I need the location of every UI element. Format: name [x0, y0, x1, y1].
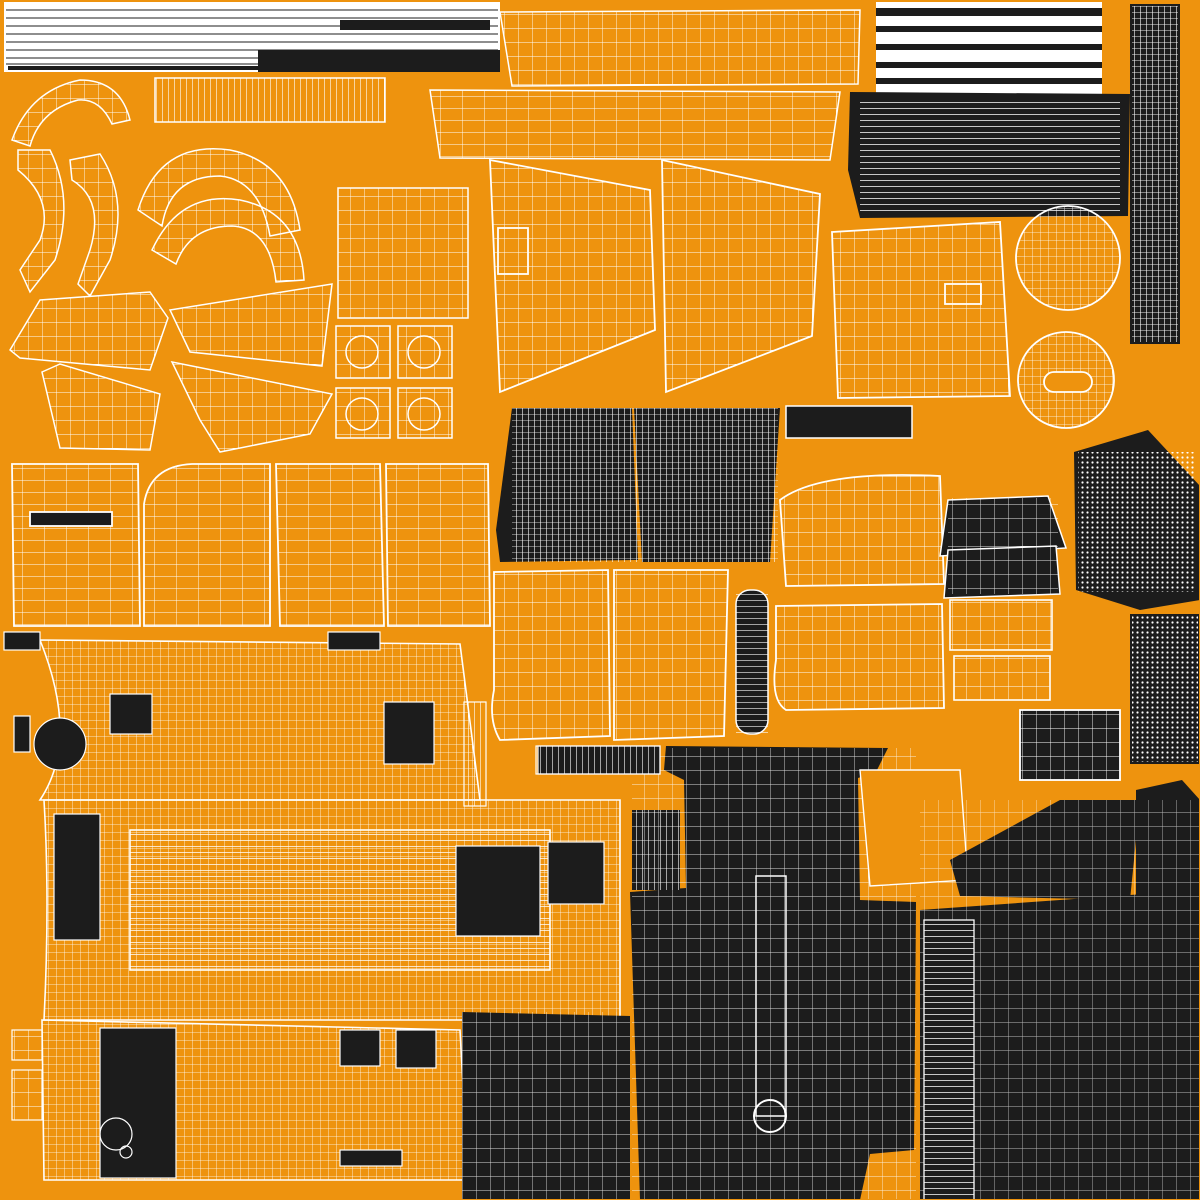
door-panel-islands: [11, 463, 491, 627]
grill-dark-islands: [496, 405, 913, 562]
rear-door-island: [831, 221, 1011, 399]
small-parts-islands: [3, 631, 661, 1167]
interior-dark-inserts: [33, 693, 605, 1179]
right-dark-detail-islands: [939, 430, 1200, 764]
wheel-disc-islands: [1015, 205, 1121, 429]
side-skirt-islands: [9, 283, 334, 453]
seat-orange-islands: [949, 599, 1121, 781]
headlight-box-islands: [335, 187, 469, 439]
top-right-stripe-island: [848, 2, 1180, 344]
pillar-dark-island: [735, 589, 769, 735]
windshield-islands: [489, 158, 821, 394]
top-left-stripe-island: [4, 2, 500, 72]
cab-window-islands: [491, 474, 945, 741]
cab-floor-dark-island: [462, 746, 916, 1200]
bottom-right-dark-islands: [859, 769, 1200, 1200]
fender-arch-islands: [11, 79, 305, 298]
top-bumper-island: [154, 9, 861, 161]
